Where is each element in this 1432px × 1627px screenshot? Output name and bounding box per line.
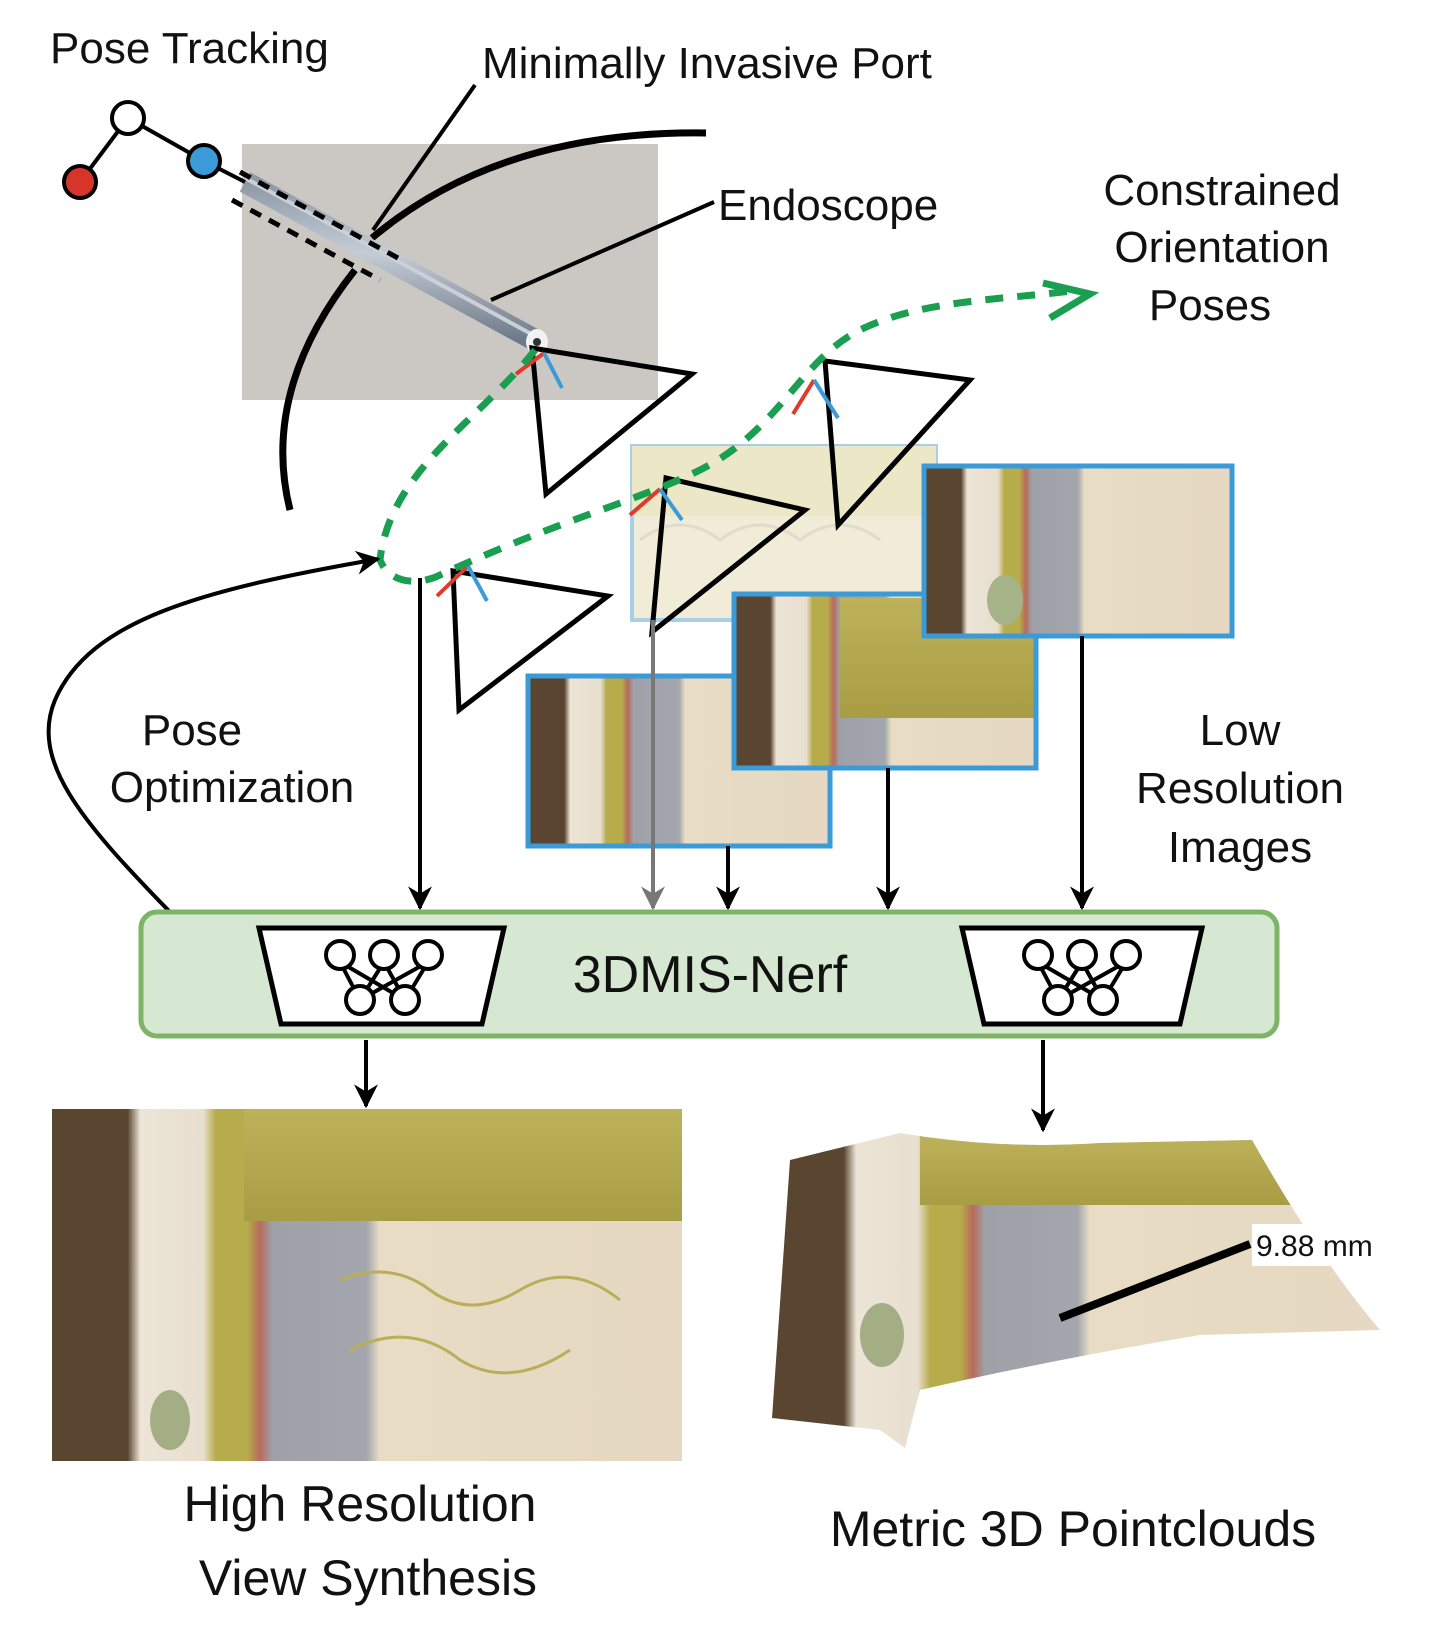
measurement-label-bg <box>1252 1224 1382 1266</box>
abdominal-wall-arc <box>369 129 707 241</box>
pose-optimization-arrow <box>46 550 381 914</box>
svg-text:View Synthesis: View Synthesis <box>199 1550 537 1606</box>
camera-frustum-3 <box>648 474 811 638</box>
low-resolution-label: Low Resolution Images <box>1136 706 1344 872</box>
pose-tracker <box>62 100 246 200</box>
input-arrows <box>408 578 1094 911</box>
low-resolution-images <box>525 444 1235 849</box>
nerf-title: 3DMIS-Nerf <box>573 946 848 1004</box>
tracker-marker-red <box>62 164 98 200</box>
abdominal-wall-arc-lower <box>279 267 358 511</box>
trajectory-arrowhead <box>1042 279 1100 322</box>
endoscope-scene: Pose Tracking Minimally Invasive Port En… <box>50 24 938 511</box>
port-outline-bottom <box>230 197 382 283</box>
camera-frustums <box>450 345 976 715</box>
camera-frustum-2 <box>450 568 615 715</box>
svg-text:Resolution: Resolution <box>1136 764 1344 813</box>
constrained-trajectory <box>376 286 1081 585</box>
pose-optimization-label: Pose Optimization <box>110 706 355 812</box>
camera-axes <box>435 351 840 602</box>
svg-text:Images: Images <box>1168 823 1312 872</box>
high-resolution-label: High Resolution View Synthesis <box>184 1476 538 1606</box>
tracker-marker-white <box>110 100 146 136</box>
svg-text:Poses: Poses <box>1149 281 1271 330</box>
tracker-marker-blue <box>186 143 222 179</box>
pose-tracking-label: Pose Tracking <box>50 24 329 73</box>
port-outline-top <box>238 169 400 261</box>
measurement-line <box>1058 1240 1252 1322</box>
port-leader-line <box>371 83 477 232</box>
svg-text:Optimization: Optimization <box>110 763 355 812</box>
high-resolution-render <box>52 1109 682 1461</box>
svg-text:High Resolution: High Resolution <box>184 1476 537 1532</box>
camera-frustum-1 <box>529 345 698 499</box>
camera-frustum-4 <box>822 358 976 531</box>
pointcloud-label: Metric 3D Pointclouds <box>830 1501 1316 1557</box>
svg-text:Low: Low <box>1200 706 1281 755</box>
neural-network-icon-right <box>958 925 1206 1027</box>
svg-text:Orientation: Orientation <box>1114 223 1329 272</box>
svg-text:Constrained: Constrained <box>1103 166 1340 215</box>
pointcloud-render: 9.88 mm <box>772 1133 1382 1448</box>
constrained-poses-label: Constrained Orientation Poses <box>1103 166 1340 330</box>
neural-network-icon-left <box>255 925 508 1027</box>
endoscope-leader-line <box>490 200 715 302</box>
port-label: Minimally Invasive Port <box>482 39 932 88</box>
nerf-block: 3DMIS-Nerf <box>138 909 1280 1039</box>
svg-text:Pose: Pose <box>142 706 242 755</box>
measurement-label: 9.88 mm <box>1256 1230 1373 1263</box>
endoscope-label: Endoscope <box>718 181 938 230</box>
input-image-3 <box>921 463 1235 639</box>
